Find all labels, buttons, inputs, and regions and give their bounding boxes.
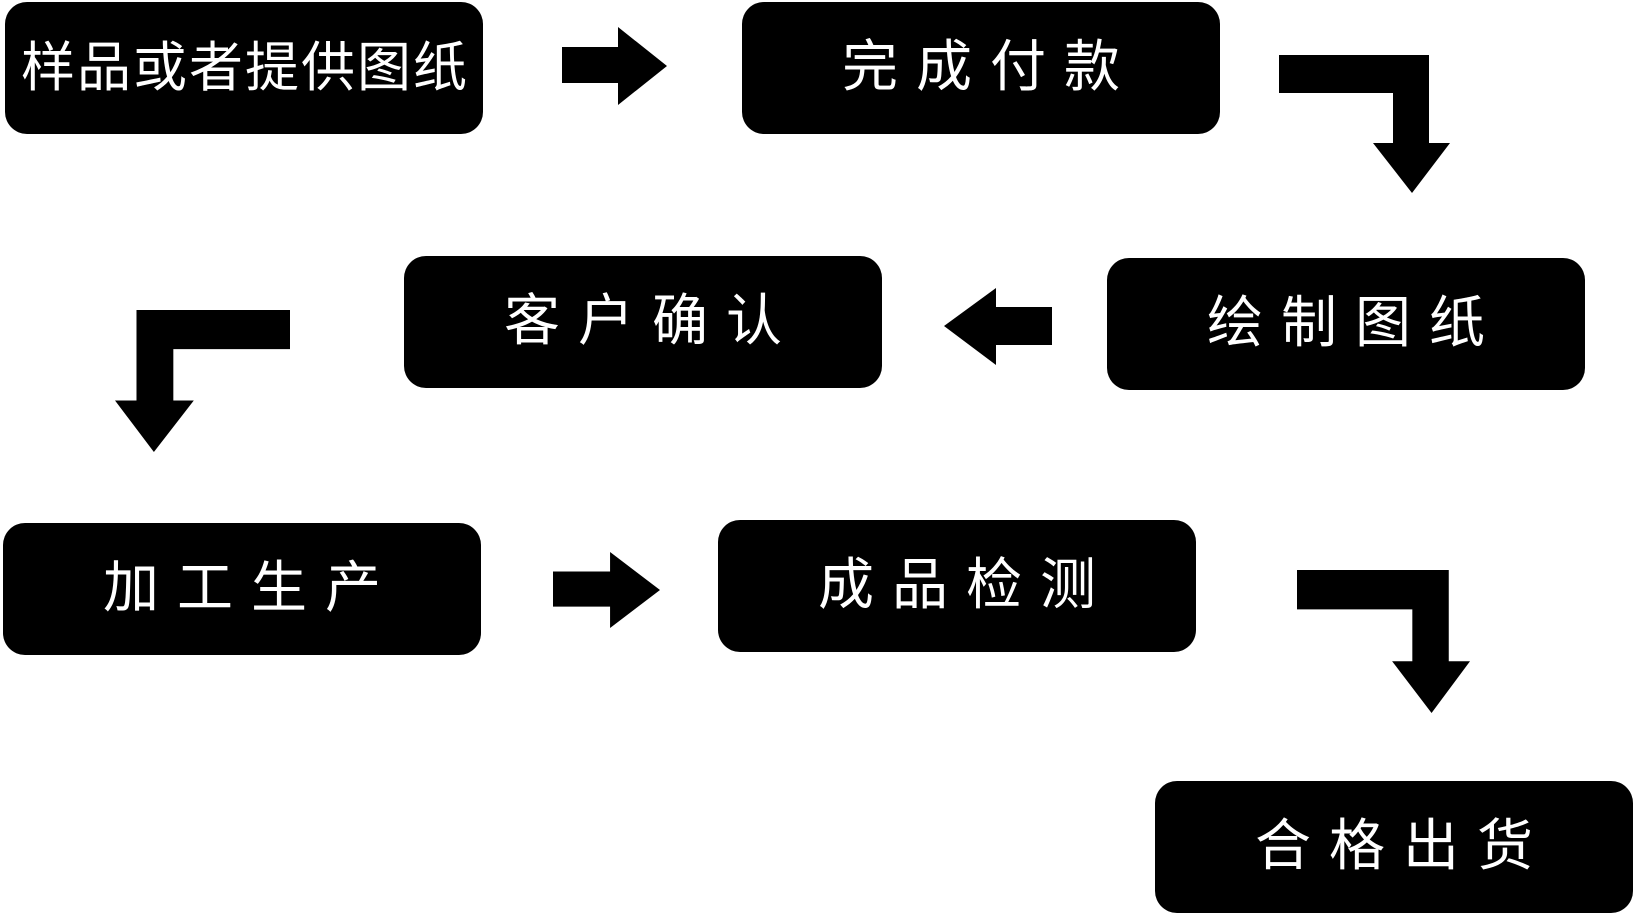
elbow-arrow-down-right-icon	[1279, 55, 1450, 193]
flow-node-label: 绘制图纸	[1207, 291, 1503, 356]
flow-node-qualified-shipment: 合格出货	[1155, 781, 1633, 913]
flow-node-complete-payment: 完成付款	[742, 2, 1220, 134]
flow-node-label: 完成付款	[842, 35, 1138, 100]
arrow-left-icon	[944, 288, 1052, 365]
flow-node-draw-drawings: 绘制图纸	[1107, 258, 1585, 390]
arrow-right-icon	[562, 27, 667, 105]
flow-node-label: 样品或者提供图纸	[21, 36, 469, 99]
flow-node-sample-or-drawing: 样品或者提供图纸	[5, 2, 483, 134]
flow-node-label: 合格出货	[1255, 814, 1551, 879]
elbow-arrow-down-right-icon	[1297, 570, 1470, 713]
elbow-arrow-down-left-icon	[115, 310, 290, 452]
flow-node-processing-production: 加工生产	[3, 523, 481, 655]
flow-node-label: 客户确认	[504, 289, 800, 354]
arrow-right-icon	[553, 552, 660, 628]
flow-node-label: 成品检测	[818, 553, 1114, 618]
flow-node-product-inspection: 成品检测	[718, 520, 1196, 652]
flow-node-customer-confirm: 客户确认	[404, 256, 882, 388]
flow-node-label: 加工生产	[103, 556, 399, 621]
